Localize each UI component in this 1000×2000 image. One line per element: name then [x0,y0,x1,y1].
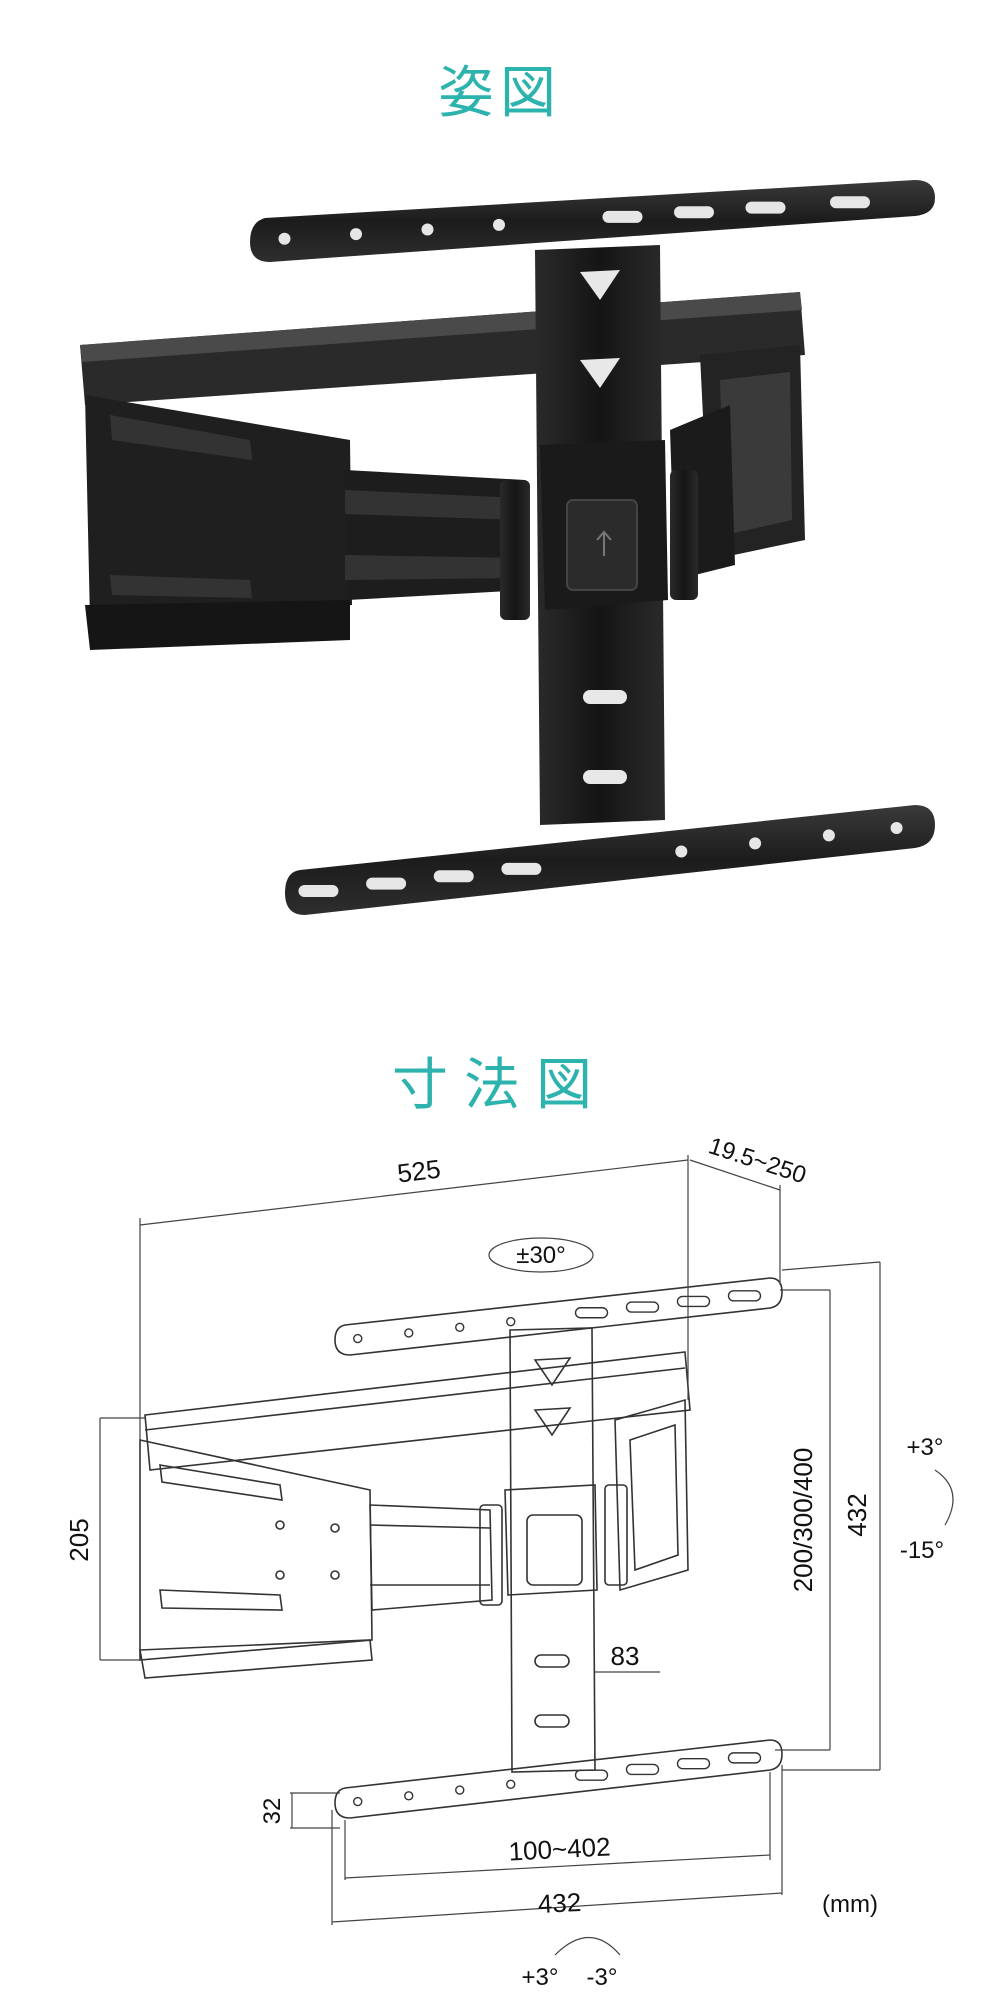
product-photo [80,180,935,915]
dim-upright-width: 83 [611,1641,640,1671]
rail-hole [493,218,505,231]
bottom-tv-rail [285,805,935,915]
arrow-up-icon [596,530,612,556]
dim-tilt-down: -15° [900,1537,944,1564]
right-hinge [670,470,698,600]
triangle-cutout [580,270,620,300]
dimension-lines [99,1155,954,1956]
rail-slot [727,1752,762,1764]
rail-hole [455,1785,465,1795]
rail-hole [404,1791,414,1801]
dim-tilt-up: +3° [907,1434,944,1461]
rail-slot [574,1769,609,1781]
rail-hole [506,1316,516,1327]
dim-plate-height: 432 [842,1493,872,1536]
triangle-cutout [580,358,620,388]
dim-vesa-vertical: 200/300/400 [788,1448,818,1593]
rail-slot [366,877,407,890]
rail-slot [676,1295,711,1308]
rail-hole [350,228,362,241]
rail-hole [455,1322,465,1333]
rail-hole [404,1328,414,1338]
rail-slot [501,862,542,875]
dim-vesa-horizontal: 100~402 [508,1831,611,1866]
rail-slot [745,201,786,214]
photo-section-title: 姿図 [438,61,562,126]
rail-slot [433,870,474,883]
dim-left-plate [139,1439,373,1661]
dim-plate-width: 432 [537,1887,582,1919]
rail-hole [421,223,434,236]
dim-width-total: 525 [396,1154,443,1189]
rail-hole [353,1333,363,1344]
rail-hole [749,837,762,850]
dimension-drawing [139,1277,783,1819]
rail-hole [890,822,903,835]
rail-slot [602,210,643,223]
center-lock-plate [566,499,638,591]
rail-slot [676,1757,711,1770]
rail-slot [298,884,339,897]
dim-bottom-rail [334,1739,783,1819]
dim-level-minus: -3° [587,1964,618,1991]
rail-slot [625,1301,660,1313]
left-wall-plate [85,395,352,620]
dim-swivel: ±30° [516,1242,565,1269]
rail-hole [506,1779,516,1789]
dimension-section-title: 寸法図 [392,1053,608,1118]
dim-depth-range: 19.5~250 [705,1132,809,1189]
rail-hole [278,232,291,245]
top-tv-rail [250,180,935,262]
dim-left-arm [369,1504,493,1611]
rail-hole [822,829,835,842]
dim-right-plate [614,1398,689,1592]
dim-unit: (mm) [822,1891,878,1918]
dim-height-side: 205 [64,1518,94,1561]
rail-slot [830,196,870,209]
rail-hole [353,1796,363,1807]
dim-level-plus: +3° [522,1964,559,1991]
rail-hole [675,845,688,858]
rail-slot [674,206,714,219]
dim-rail-thickness: 32 [259,1798,286,1825]
rail-slot [574,1307,609,1319]
rail-slot [727,1290,762,1302]
left-hinge [500,480,530,620]
dim-top-rail [334,1277,783,1356]
rail-slot [625,1763,660,1776]
